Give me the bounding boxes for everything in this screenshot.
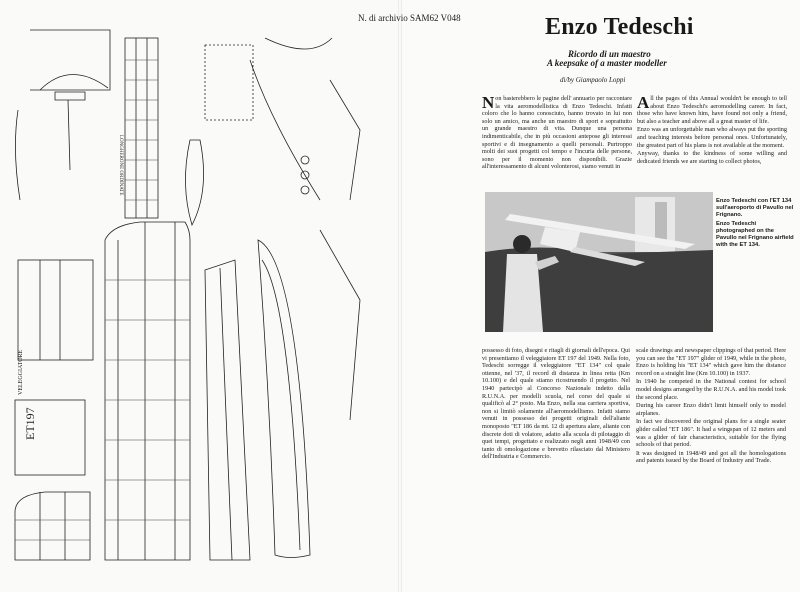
wing-panel: [104, 221, 191, 561]
english-paragraph-6: During his career Enzo didn't limit hims…: [636, 402, 786, 417]
left-page-plans: [0, 0, 400, 592]
rib-table-grid: [124, 37, 159, 219]
plan-model-name: ET197: [23, 407, 37, 440]
photo-tedeschi-glider: [485, 192, 713, 332]
english-paragraph-7: In fact we discovered the original plans…: [636, 418, 786, 449]
plan-model-type: VELEGGIATORE: [18, 349, 24, 395]
italian-paragraph-1: on basterebbero le pagine dell' annuario…: [482, 95, 632, 171]
english-paragraph-4: scale drawings and newspaper clippings o…: [636, 347, 786, 377]
english-paragraph-5: In 1940 he competed in the National cont…: [636, 378, 786, 401]
photo-caption-italian: Enzo Tedeschi con l'ET 134 sull'aeroport…: [716, 198, 794, 218]
english-paragraph-2: Enzo was an unforgettable man who always…: [637, 126, 787, 149]
glider-plan-drawing: ET197 VELEGGIATORE LONGHERONE ORDINATE: [14, 29, 361, 561]
dropcap: N: [482, 93, 495, 112]
article-subtitle-english: A keepsake of a master modeller: [547, 58, 667, 68]
page-spine: [398, 0, 402, 592]
article-byline: di/by Giampaolo Loppi: [560, 76, 626, 84]
small-glider-sketch: [15, 29, 111, 201]
italian-paragraph-2: possesso di foto, disegni e ritagli di g…: [482, 347, 630, 461]
english-column-bottom: scale drawings and newspaper clippings o…: [636, 347, 786, 466]
article-subtitle-italian: Ricordo di un maestro: [568, 49, 651, 59]
article-title: Enzo Tedeschi: [545, 14, 694, 40]
italian-column-bottom: possesso di foto, disegni e ritagli di g…: [482, 347, 630, 461]
archive-number: N. di archivio SAM62 V048: [358, 13, 461, 23]
english-paragraph-8: It was designed in 1948/49 and got all t…: [636, 449, 786, 465]
photo-caption-english: Enzo Tedeschi photographed on the Pavull…: [716, 221, 794, 248]
english-paragraph-1: ll the pages of this Annual wouldn't be …: [637, 95, 787, 125]
english-paragraph-3: Anyway, thanks to the kindness of some w…: [637, 150, 787, 165]
plan-table-header: LONGHERONE ORDINATE: [118, 135, 123, 195]
dropcap: A: [637, 93, 650, 112]
